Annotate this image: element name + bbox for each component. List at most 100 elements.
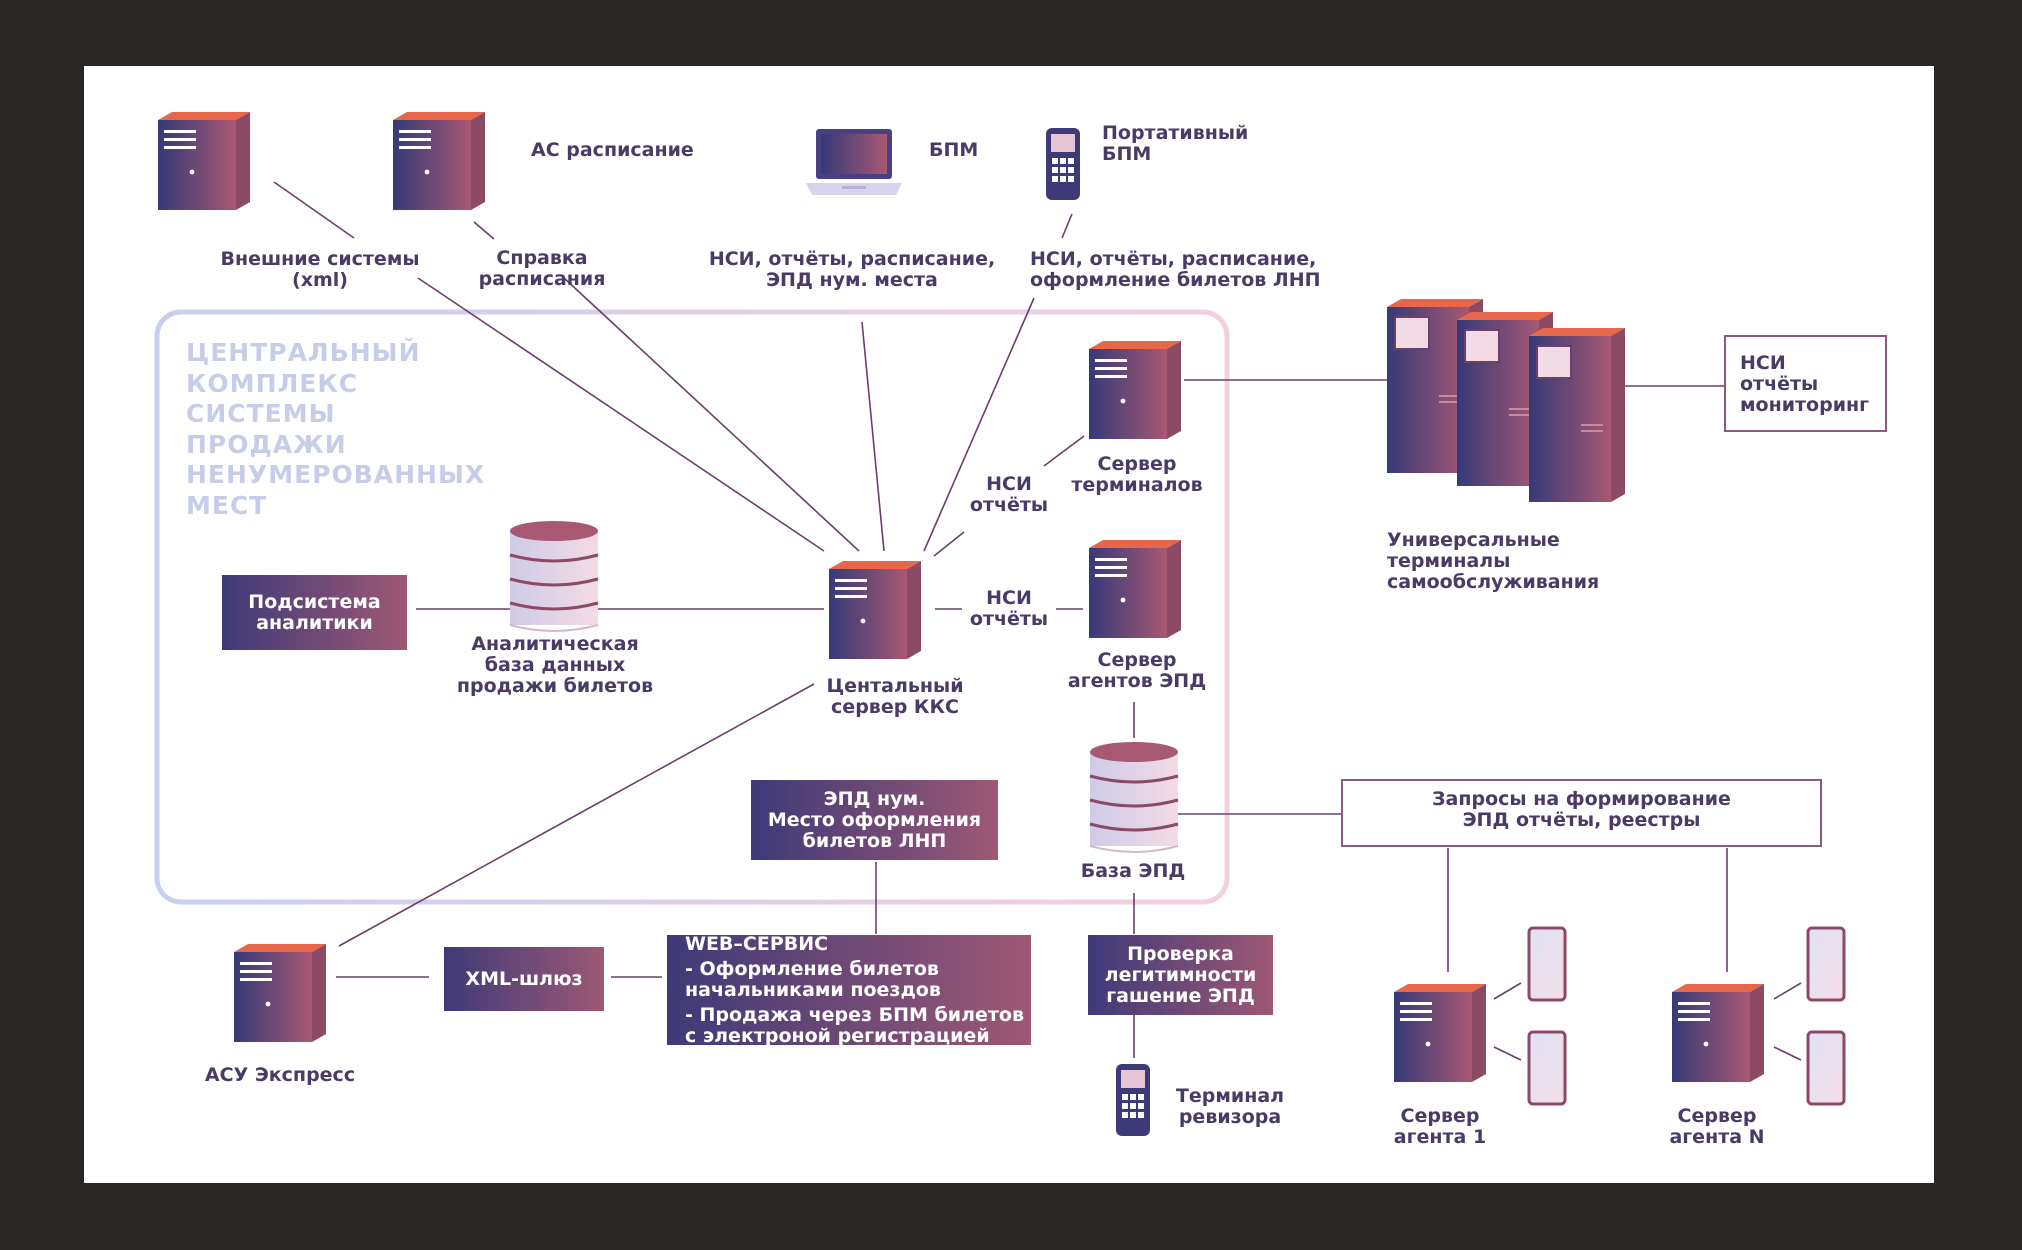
zone-title-line: СИСТЕМЫ — [186, 399, 336, 428]
label-line: Сервер — [1677, 1105, 1757, 1127]
zone-title-line: МЕСТ — [186, 490, 268, 520]
server-icon-external — [158, 112, 250, 210]
box-epd-place: ЭПД нум. Место оформления билетов ЛНП — [751, 780, 998, 860]
label-line: Аналитическая — [471, 633, 639, 655]
label-line: Сервер — [1097, 453, 1177, 475]
central-zone-frame — [154, 309, 1230, 905]
label-line: оформление билетов ЛНП — [1030, 269, 1321, 291]
box-legitimacy: Проверка легитимности гашение ЭПД — [1088, 935, 1273, 1015]
label-line: Терминал — [1175, 1085, 1285, 1107]
box-line: Подсистема — [248, 590, 381, 613]
label-line: агента 1 — [1393, 1126, 1487, 1148]
connections — [154, 112, 1846, 1136]
box-line: Запросы на формирование — [1432, 788, 1731, 810]
label-line: НСИ — [986, 587, 1032, 609]
label-line: Центальный — [826, 675, 964, 697]
box-nsi-monitoring: НСИ отчёты мониторинг — [1724, 335, 1887, 432]
zone-title-line: ПРОДАЖИ — [186, 429, 347, 459]
box-line: начальниками поездов — [685, 978, 941, 1001]
box-line: ЭПД нум. — [823, 787, 926, 810]
label-line: терминалы — [1387, 550, 1511, 572]
label-nsi-bpm: НСИ, отчёты, расписание, ЭПД нум. места — [709, 249, 995, 291]
server-icon-agents-epd — [1089, 540, 1181, 638]
box-line: отчёты — [1740, 373, 1819, 395]
box-line: - Продажа через БПМ билетов — [685, 1003, 1025, 1026]
handheld-icon-portable-bpm — [1046, 128, 1080, 200]
label-line: расписания — [478, 268, 606, 290]
box-requests: Запросы на формирование ЭПД отчёты, реес… — [1341, 779, 1822, 847]
label-nsi-reports-2: НСИ отчёты — [970, 588, 1048, 630]
server-icon-agent-1 — [1394, 984, 1486, 1082]
box-web-service: WEB–СЕРВИС - Оформление билетов начальни… — [667, 932, 1031, 1047]
label-line: НСИ, отчёты, расписание, — [708, 248, 996, 270]
label-agent-n: Сервер агента N — [1669, 1106, 1764, 1148]
laptop-icon — [806, 129, 902, 195]
label-epd-db: База ЭПД — [1080, 860, 1186, 882]
box-line: билетов ЛНП — [802, 829, 947, 852]
label-line: ЭПД нум. места — [766, 269, 938, 291]
handheld-icon-inspector — [1116, 1064, 1150, 1136]
box-line: Проверка — [1127, 942, 1234, 965]
server-icon-terminals — [1089, 341, 1181, 439]
label-line: (xml) — [292, 269, 348, 291]
box-analytics-subsystem: Подсистема аналитики — [222, 575, 407, 650]
label-as-schedule: АС расписание — [531, 139, 694, 161]
box-line: ЭПД отчёты, реестры — [1462, 809, 1701, 831]
web-service-title: WEB–СЕРВИС — [685, 932, 829, 955]
zone-title-line: КОМПЛЕКС — [186, 368, 359, 398]
label-line: сервер ККС — [831, 696, 959, 718]
label-portable-bpm: Портативный БПМ — [1102, 123, 1248, 165]
label-central-server: Центальный сервер ККС — [826, 676, 963, 718]
box-line: аналитики — [256, 611, 373, 634]
box-xml-gateway: XML-шлюз — [444, 947, 604, 1011]
label-universal-terminals: Универсальные терминалы самообслуживания — [1387, 530, 1599, 593]
zone-title-line: ЦЕНТРАЛЬНЫЙ — [186, 338, 421, 367]
kiosk-icons — [1387, 299, 1625, 502]
label-analytics-db: Аналитическая база данных продажи билето… — [457, 634, 653, 697]
box-line: гашение ЭПД — [1106, 984, 1255, 1007]
label-inspector-terminal: Терминал ревизора — [1176, 1086, 1284, 1128]
server-icon-central — [829, 561, 921, 659]
label-agent-1: Сервер агента 1 — [1394, 1106, 1486, 1148]
label-line: ревизора — [1178, 1106, 1282, 1128]
database-icon-epd — [1089, 742, 1179, 853]
label-line: Внешние системы — [220, 248, 420, 270]
label-line: Универсальные — [1387, 529, 1560, 551]
label-line: терминалов — [1071, 474, 1203, 496]
label-line: НСИ, отчёты, расписание, — [1030, 248, 1317, 270]
label-line: самообслуживания — [1387, 571, 1600, 593]
phone-icons — [1527, 926, 1846, 1106]
label-nsi-portable: НСИ, отчёты, расписание, оформление биле… — [1030, 249, 1321, 291]
label-line: отчёты — [969, 608, 1049, 630]
label-asu-express: АСУ Экспресс — [204, 1064, 356, 1086]
label-line: агентов ЭПД — [1067, 670, 1207, 692]
server-icon-agent-n — [1672, 984, 1764, 1082]
server-icon-asu-express — [234, 944, 326, 1042]
label-bpm: БПМ — [929, 139, 979, 161]
label-line: БПМ — [1102, 143, 1152, 165]
label-line: отчёты — [969, 494, 1049, 516]
label-line: Сервер — [1097, 649, 1177, 671]
box-line: легитимности — [1104, 963, 1257, 986]
label-line: агента N — [1669, 1126, 1765, 1148]
label-line: НСИ — [986, 473, 1032, 495]
connector-lines — [273, 181, 1802, 1061]
label-line: Сервер — [1400, 1105, 1480, 1127]
label-agents-server: Сервер агентов ЭПД — [1068, 650, 1206, 692]
box-line: с электроной регистрацией — [685, 1024, 990, 1047]
diagram-canvas: ЦЕНТРАЛЬНЫЙ КОМПЛЕКС СИСТЕМЫ ПРОДАЖИ НЕН… — [84, 66, 1934, 1183]
label-line: продажи билетов — [456, 675, 654, 697]
box-line: мониторинг — [1740, 394, 1870, 416]
label-schedule-ref: Справка расписания — [479, 248, 606, 290]
box-line: - Оформление билетов — [685, 957, 939, 980]
server-icon-schedule — [393, 112, 485, 210]
zone-title: ЦЕНТРАЛЬНЫЙ КОМПЛЕКС СИСТЕМЫ ПРОДАЖИ НЕН… — [186, 338, 485, 521]
box-line: Место оформления — [767, 808, 982, 831]
box-line: НСИ — [1740, 352, 1786, 374]
label-line: Справка — [496, 247, 588, 269]
label-terminal-server: Сервер терминалов — [1071, 454, 1202, 496]
label-nsi-reports-1: НСИ отчёты — [970, 474, 1048, 516]
label-external-systems: Внешние системы (xml) — [220, 249, 419, 291]
box-line: XML-шлюз — [465, 967, 583, 990]
label-line: Портативный — [1102, 122, 1249, 144]
